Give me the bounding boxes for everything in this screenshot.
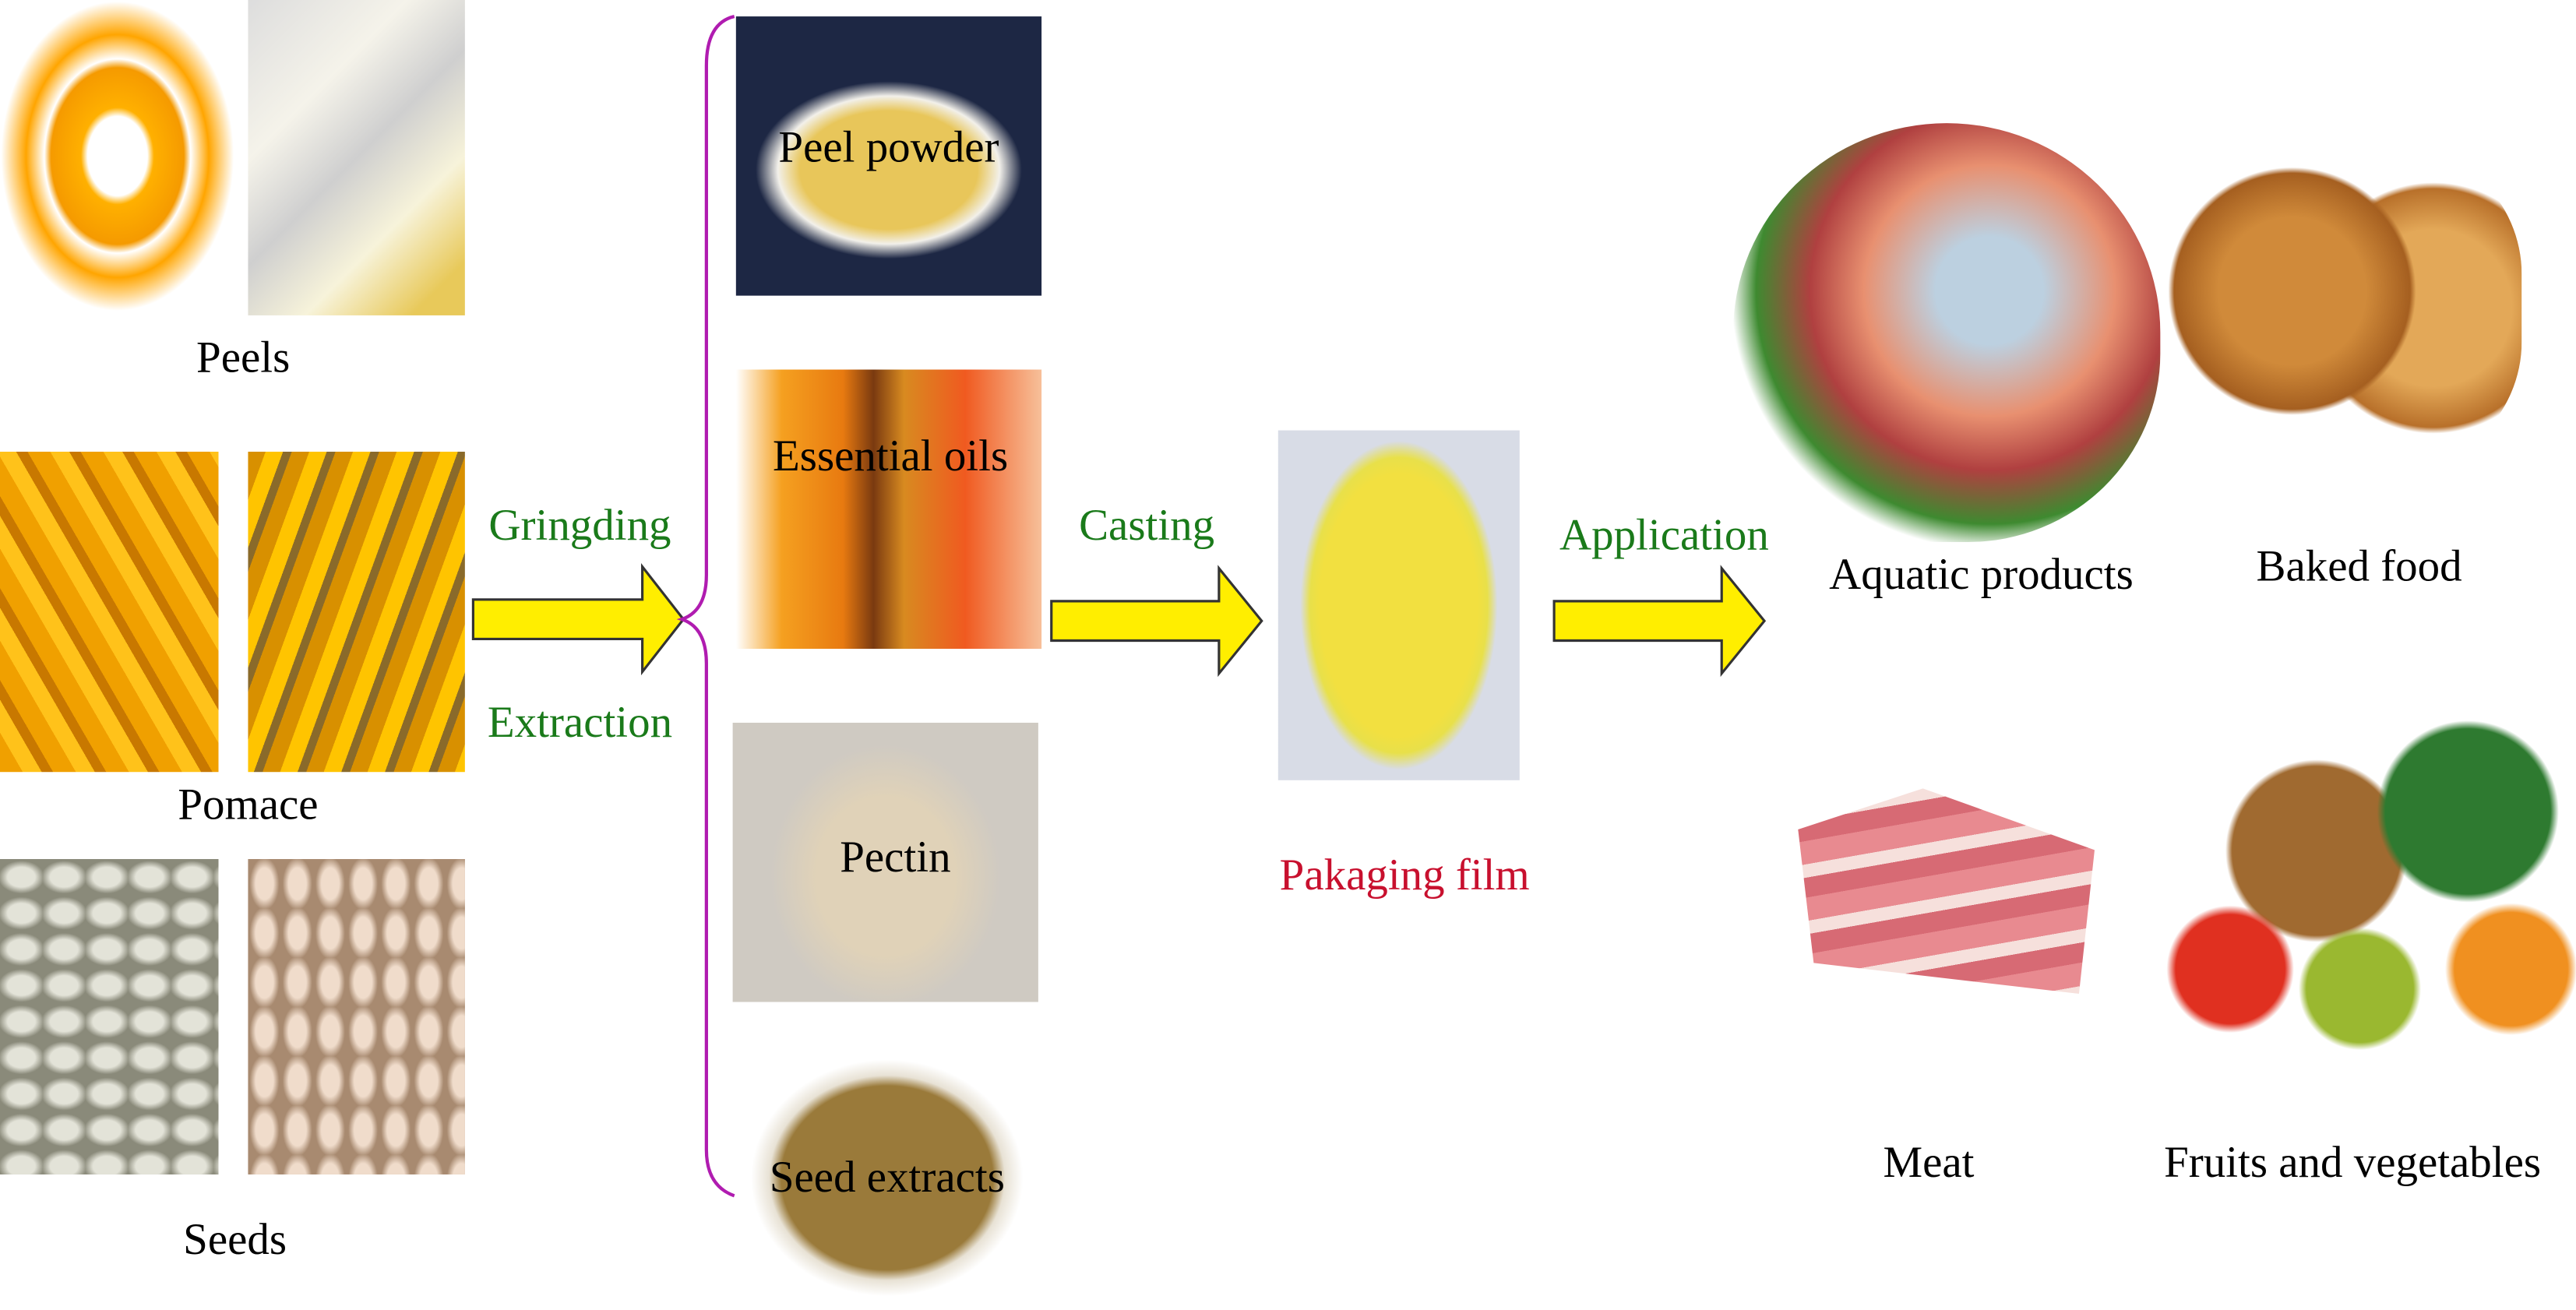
application-label: Application <box>1559 509 1769 560</box>
orange-peel-image <box>0 0 235 312</box>
peel-powder-label: Peel powder <box>778 122 999 172</box>
peel-powder-image <box>735 16 1042 296</box>
fruits-vegetables-label: Fruits and vegetables <box>2164 1137 2542 1187</box>
baked-food-label: Baked food <box>2256 541 2462 591</box>
aquatic-products-image <box>1732 123 2161 542</box>
essential-oils-image <box>735 369 1042 650</box>
extraction-label: Extraction <box>487 697 673 747</box>
packaging-film-label: Pakaging film <box>1279 850 1530 900</box>
application-arrow-icon <box>1552 565 1767 678</box>
grinding-arrow-icon <box>471 563 685 676</box>
pectin-image <box>732 722 1038 1002</box>
casting-arrow-icon <box>1050 565 1263 678</box>
baked-food-image <box>2168 139 2522 477</box>
grapefruit-peel-image <box>248 0 465 315</box>
essential-oils-label: Essential oils <box>773 431 1009 481</box>
pomace-label: Pomace <box>178 779 319 829</box>
citrus-seeds-image <box>248 859 465 1174</box>
pectin-label: Pectin <box>840 832 951 882</box>
packaging-film-image <box>1277 430 1520 780</box>
grinding-label: Gringding <box>488 500 671 550</box>
pomace-image-2 <box>248 451 465 773</box>
seed-extracts-image <box>735 1031 1038 1298</box>
seed-extracts-label: Seed extracts <box>769 1152 1005 1202</box>
pomace-image-1 <box>0 451 219 773</box>
seeds-label: Seeds <box>183 1214 287 1264</box>
white-seeds-image <box>0 859 219 1174</box>
meat-label: Meat <box>1883 1137 1975 1187</box>
aquatic-products-label: Aquatic products <box>1829 549 2134 599</box>
fruits-vegetables-image <box>2144 673 2576 1068</box>
casting-label: Casting <box>1079 500 1215 550</box>
peels-label: Peels <box>196 333 291 382</box>
